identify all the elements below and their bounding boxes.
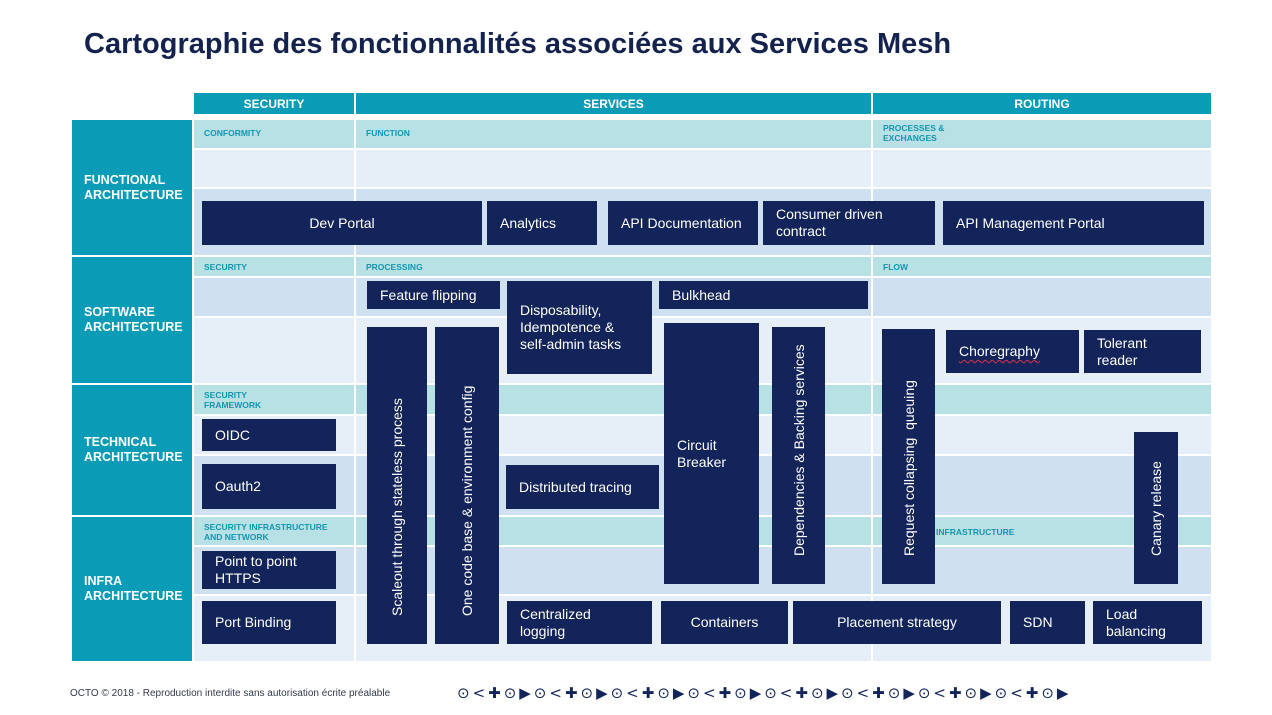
column-header-routing: ROUTING [873, 93, 1211, 114]
row-header-software: SOFTWARE ARCHITECTURE [72, 257, 192, 383]
sublabel-infrastructure: INFRASTRUCTURE [936, 527, 1015, 537]
band-software-labels [194, 257, 1211, 276]
box-oidc: OIDC [202, 419, 336, 451]
sublabel-conformity: CONFORMITY [204, 128, 262, 138]
box-tolerant-reader: Tolerant reader [1084, 330, 1201, 373]
column-header-services: SERVICES [356, 93, 871, 114]
sublabel-flow: FLOW [883, 262, 909, 272]
box-api-management-portal: API Management Portal [943, 201, 1204, 245]
box-request-collapsing: Request collapsing queuing [882, 329, 935, 584]
column-divider [871, 120, 873, 661]
row-header-infra: INFRA ARCHITECTURE [72, 517, 192, 661]
column-header-security: SECURITY [194, 93, 354, 114]
row-header-technical: TECHNICAL ARCHITECTURE [72, 385, 192, 515]
box-oauth2: Oauth2 [202, 464, 336, 509]
sublabel-function: FUNCTION [366, 128, 410, 138]
box-sdn: SDN [1010, 601, 1085, 644]
box-analytics: Analytics [487, 201, 597, 245]
box-port-binding: Port Binding [202, 601, 336, 644]
box-api-documentation: API Documentation [608, 201, 758, 245]
box-centralized-logging: Centralized logging [507, 601, 652, 644]
box-circuit-breaker: Circuit Breaker [664, 323, 759, 584]
footer-copyright: OCTO © 2018 - Reproduction interdite san… [70, 688, 391, 699]
band-functional-empty [194, 150, 1211, 187]
row-header-functional: FUNCTIONAL ARCHITECTURE [72, 120, 192, 255]
choregraphy-label: Choregraphy [959, 343, 1040, 359]
box-one-code-base: One code base & environment config [435, 327, 499, 644]
box-consumer-driven-contract: Consumer driven contract [763, 201, 935, 245]
box-containers: Containers [661, 601, 788, 644]
canary-release-label: Canary release [1148, 461, 1164, 556]
box-placement-strategy: Placement strategy [793, 601, 1001, 644]
scaleout-label: Scaleout through stateless process [389, 398, 405, 616]
box-bulkhead: Bulkhead [659, 281, 868, 309]
sublabel-processing: PROCESSING [366, 262, 423, 272]
box-distributed-tracing: Distributed tracing [506, 465, 659, 509]
column-divider [354, 120, 356, 661]
sublabel-processes-exchanges: PROCESSES & EXCHANGES [883, 123, 945, 143]
sublabel-security-infrastructure: SECURITY INFRASTRUCTURE AND NETWORK [204, 522, 328, 542]
sublabel-security: SECURITY [204, 262, 247, 272]
box-choregraphy: Choregraphy [946, 330, 1079, 373]
box-load-balancing: Load balancing [1093, 601, 1202, 644]
decorative-symbol-strip: ⊙<✚⊙▶⊙<✚⊙▶⊙<✚⊙▶⊙<✚⊙▶⊙<✚⊙▶⊙<✚⊙▶⊙<✚⊙▶⊙<✚⊙▶ [457, 684, 1072, 702]
box-canary-release: Canary release [1134, 432, 1178, 584]
box-dev-portal: Dev Portal [202, 201, 482, 245]
box-disposability: Disposability, Idempotence & self-admin … [507, 281, 652, 374]
dependencies-label: Dependencies & Backing services [790, 344, 807, 556]
request-collapsing-label: Request collapsing queuing [900, 380, 917, 556]
box-feature-flipping: Feature flipping [367, 281, 500, 309]
page-title: Cartographie des fonctionnalités associé… [84, 28, 952, 60]
one-code-base-label: One code base & environment config [459, 385, 475, 616]
box-point-to-point-https: Point to point HTTPS [202, 551, 336, 589]
band-functional-labels [194, 120, 1211, 148]
box-dependencies: Dependencies & Backing services [772, 327, 825, 584]
sublabel-security-framework: SECURITY FRAMEWORK [204, 390, 262, 410]
box-scaleout: Scaleout through stateless process [367, 327, 427, 644]
